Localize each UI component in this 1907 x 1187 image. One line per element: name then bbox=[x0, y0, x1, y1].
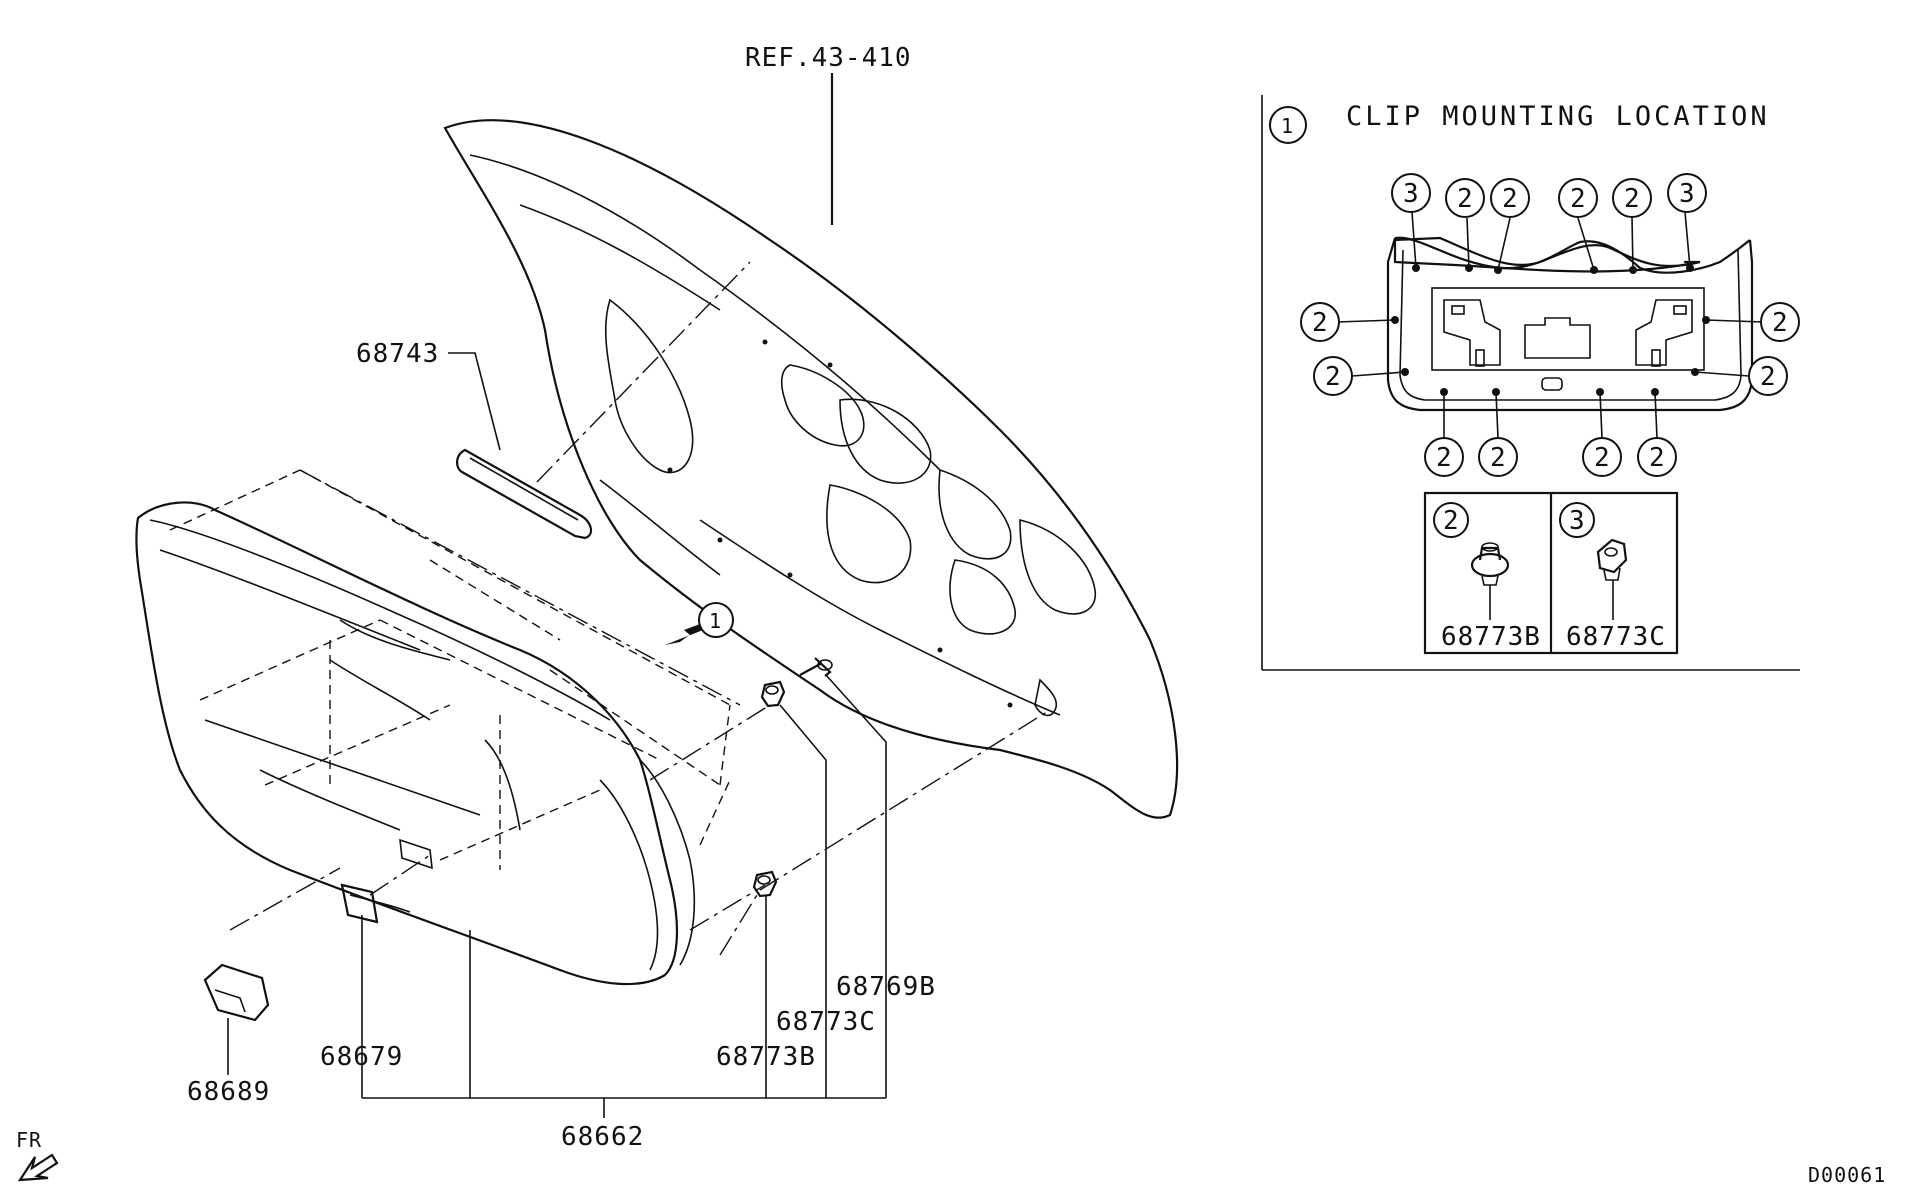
clip-mounting-inset: 1 CLIP MOUNTING LOCATION bbox=[1261, 95, 1800, 671]
part-68679-label: 68679 bbox=[320, 1042, 403, 1072]
clip-legend-part-b: 68773B bbox=[1441, 622, 1541, 652]
part-68689-label: 68689 bbox=[187, 1077, 270, 1107]
front-label: FR bbox=[16, 1128, 42, 1152]
clip-68773b-drawing bbox=[752, 870, 778, 898]
part-68662-label: 68662 bbox=[561, 1122, 644, 1152]
inset-marker-circle bbox=[1269, 106, 1307, 144]
inset-callout-bottom-1: 2 bbox=[1436, 443, 1453, 473]
part-68679-cap bbox=[340, 883, 379, 924]
screw-68769b-drawing bbox=[799, 657, 833, 677]
inset-callout-top-6: 3 bbox=[1679, 179, 1696, 209]
trim-chain-clip-b bbox=[689, 884, 766, 931]
trim-chain-clip-c bbox=[649, 704, 771, 781]
clip-c-icon bbox=[1596, 538, 1628, 620]
trim-panel-dashed-edges bbox=[169, 469, 731, 870]
part-68743-strip bbox=[456, 448, 593, 540]
clip-legend-part-c: 68773C bbox=[1566, 622, 1666, 652]
trim-chain-lid bbox=[759, 709, 1051, 891]
view-arrow-icon bbox=[665, 624, 703, 645]
part-68743-leader bbox=[448, 352, 501, 451]
clip-legend-marker-3: 3 bbox=[1569, 506, 1586, 536]
inset-callout-bottom-2: 2 bbox=[1490, 443, 1507, 473]
inset-callout-top-5: 2 bbox=[1624, 184, 1641, 214]
part-68689-handle bbox=[203, 963, 270, 1022]
part-68662-bracket bbox=[362, 930, 886, 1118]
trim-chain-lower bbox=[719, 889, 761, 956]
part-68743-label: 68743 bbox=[356, 339, 439, 369]
inset-callout-left-2: 2 bbox=[1325, 362, 1342, 392]
callout-1-text: 1 bbox=[709, 609, 722, 633]
part-68773c-label: 68773C bbox=[776, 1007, 876, 1037]
callout-circle-1 bbox=[698, 602, 734, 638]
screw-68769b-leader bbox=[825, 674, 887, 1098]
inset-callout-right-2: 2 bbox=[1760, 362, 1777, 392]
inset-callout-top-2: 2 bbox=[1457, 184, 1474, 214]
inset-panel-outline bbox=[1393, 236, 1701, 273]
part-68743-chain-line bbox=[536, 261, 751, 483]
inset-callout-left-1: 2 bbox=[1312, 308, 1329, 338]
part-68679-chain bbox=[369, 854, 431, 896]
inset-marker-text: 1 bbox=[1281, 114, 1294, 138]
front-direction-arrow-icon bbox=[17, 1153, 59, 1182]
trim-chain-top bbox=[299, 469, 741, 706]
part-68773b-label: 68773B bbox=[716, 1042, 816, 1072]
inset-callout-bottom-3: 2 bbox=[1594, 443, 1611, 473]
inset-callout-right-1: 2 bbox=[1772, 308, 1789, 338]
diagram-code: D00061 bbox=[1808, 1163, 1886, 1187]
inset-callout-top-1: 3 bbox=[1403, 179, 1420, 209]
ref-label: REF.43-410 bbox=[745, 43, 912, 73]
clip-b-icon bbox=[1470, 542, 1510, 620]
clip-legend-marker-2: 2 bbox=[1443, 506, 1460, 536]
trunk-lid-drawing bbox=[443, 119, 1179, 819]
inset-title: CLIP MOUNTING LOCATION bbox=[1346, 101, 1770, 132]
inset-callout-top-3: 2 bbox=[1502, 184, 1519, 214]
trunk-trim-panel-drawing bbox=[135, 501, 696, 986]
clip-68773c-drawing bbox=[760, 680, 786, 708]
inset-callout-bottom-4: 2 bbox=[1649, 443, 1666, 473]
part-68769b-label: 68769B bbox=[836, 972, 936, 1002]
clip-68773c-leader bbox=[779, 704, 827, 1098]
part-68689-chain bbox=[229, 867, 341, 931]
inset-callout-top-4: 2 bbox=[1570, 184, 1587, 214]
